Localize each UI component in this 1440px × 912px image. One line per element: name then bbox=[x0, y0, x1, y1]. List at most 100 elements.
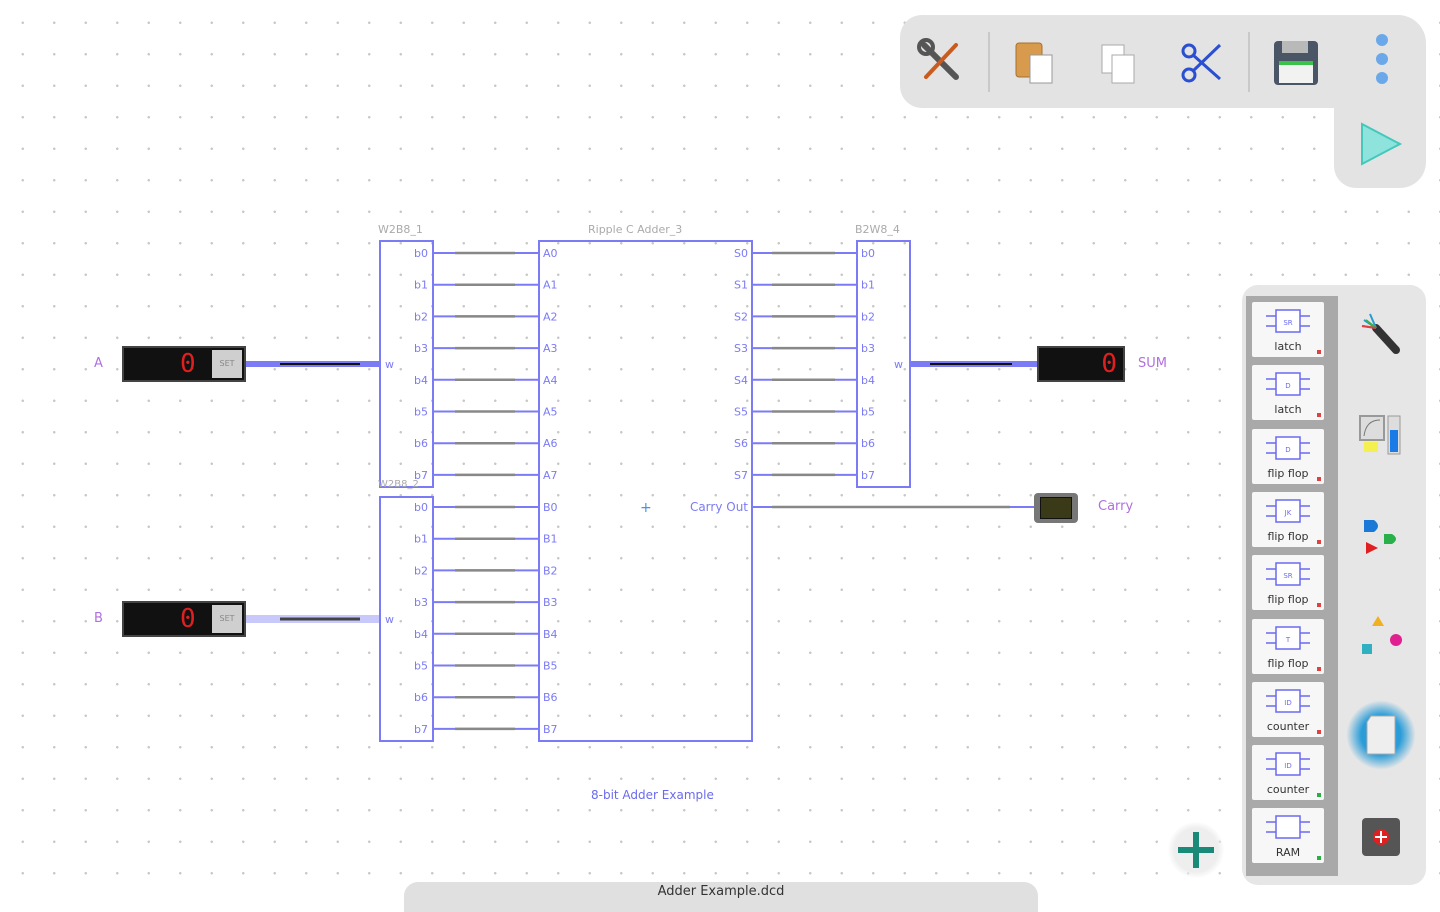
palette-item-RAM[interactable]: RAM bbox=[1252, 808, 1324, 864]
palette-category-wires[interactable] bbox=[1350, 302, 1412, 364]
palette-item-label: flip flop bbox=[1267, 466, 1309, 480]
palette-item-label: flip flop bbox=[1267, 529, 1309, 543]
adder-label: Ripple C Adder_3 bbox=[588, 223, 682, 236]
adder-input-b-pin: B5 bbox=[543, 660, 558, 673]
svg-text:T: T bbox=[1285, 636, 1291, 644]
adder-input-a-pin: A7 bbox=[543, 469, 558, 482]
more-button[interactable] bbox=[1353, 34, 1407, 89]
adder-output-pin: S0 bbox=[734, 247, 748, 260]
output-sum-hex[interactable]: 0 bbox=[1037, 346, 1125, 382]
palette-item-counter[interactable]: ID counter bbox=[1252, 681, 1324, 737]
logic-gates-icon bbox=[1364, 520, 1396, 554]
component-symbol-icon: ID bbox=[1266, 752, 1310, 776]
input-a-hex[interactable]: 0 SET bbox=[122, 346, 246, 382]
chip-icon bbox=[1362, 818, 1400, 856]
run-button[interactable] bbox=[1352, 118, 1406, 172]
component-symbol-icon: D bbox=[1266, 435, 1310, 460]
input-b-hex[interactable]: 0 SET bbox=[122, 601, 246, 637]
splitter-a-pin: b4 bbox=[414, 374, 428, 387]
status-dot bbox=[1317, 666, 1321, 671]
splitter-out-box bbox=[856, 240, 911, 488]
palette-item-counter[interactable]: ID counter bbox=[1252, 745, 1324, 801]
splitter-a-pin: b0 bbox=[414, 247, 428, 260]
status-dot bbox=[1317, 793, 1321, 798]
palette-item-flip-flop[interactable]: JK flip flop bbox=[1252, 491, 1324, 547]
component-symbol-icon: D bbox=[1266, 372, 1310, 397]
component-symbol-icon: ID bbox=[1266, 689, 1310, 713]
vertical-ellipsis-icon bbox=[1376, 34, 1388, 84]
splitter-out-label: B2W8_4 bbox=[855, 223, 900, 236]
splitter-b-pin: b1 bbox=[414, 533, 428, 546]
input-a-label: A bbox=[94, 356, 103, 371]
adder-input-a-pin: A0 bbox=[543, 247, 558, 260]
adder-input-b-pin: B3 bbox=[543, 596, 558, 609]
cable-icon bbox=[1361, 313, 1400, 354]
palette-category-io[interactable] bbox=[1350, 402, 1412, 464]
splitter-out-pin: b3 bbox=[861, 342, 875, 355]
memory-card-icon bbox=[1366, 715, 1396, 755]
component-symbol-icon: SR bbox=[1266, 562, 1310, 586]
adder-carry-out-pin: Carry Out bbox=[690, 500, 748, 514]
adder-input-a-pin: A6 bbox=[543, 437, 558, 450]
component-symbol-icon: SR bbox=[1266, 309, 1310, 333]
copy-icon bbox=[1101, 44, 1135, 84]
splitter-b-label: W2B8_2 bbox=[378, 479, 419, 490]
splitter-b-pin: b0 bbox=[414, 501, 428, 514]
input-a-set-button[interactable]: SET bbox=[212, 350, 242, 378]
svg-text:D: D bbox=[1285, 382, 1290, 390]
file-name-bar[interactable]: Adder Example.dcd bbox=[404, 882, 1038, 912]
palette-item-label: flip flop bbox=[1267, 656, 1309, 670]
splitter-out-pin: b6 bbox=[861, 437, 875, 450]
splitter-a-pin: b7 bbox=[414, 469, 428, 482]
adder-input-a-pin: A4 bbox=[543, 374, 558, 387]
palette-category-ic[interactable] bbox=[1350, 806, 1412, 868]
save-button[interactable] bbox=[1268, 35, 1322, 89]
tools-button[interactable] bbox=[914, 35, 968, 89]
adder-input-b-pin: B6 bbox=[543, 691, 558, 704]
component-symbol-icon: JK bbox=[1266, 499, 1310, 523]
input-b-set-button[interactable]: SET bbox=[212, 605, 242, 633]
top-toolbar bbox=[900, 15, 1426, 108]
svg-text:SR: SR bbox=[1283, 319, 1292, 327]
status-dot bbox=[1317, 350, 1321, 354]
svg-text:SR: SR bbox=[1283, 572, 1292, 580]
adder-output-pin: S3 bbox=[734, 342, 748, 355]
circuit-title: 8-bit Adder Example bbox=[591, 788, 714, 802]
output-carry-label: Carry bbox=[1098, 499, 1134, 514]
cut-button[interactable] bbox=[1174, 35, 1228, 89]
carry-led-lamp bbox=[1040, 497, 1072, 519]
status-dot bbox=[1317, 539, 1321, 544]
origin-marker: + bbox=[640, 500, 652, 516]
palette-item-label: counter bbox=[1266, 719, 1310, 733]
file-name: Adder Example.dcd bbox=[657, 884, 785, 899]
output-sum-value: 0 bbox=[1101, 349, 1117, 379]
splitter-b-bus-pin: w bbox=[385, 613, 394, 626]
splitter-b-pin: b5 bbox=[414, 660, 428, 673]
palette-item-label: counter bbox=[1266, 783, 1310, 797]
input-b-label: B bbox=[94, 611, 103, 626]
add-button[interactable] bbox=[1168, 822, 1224, 878]
carry-led[interactable] bbox=[1034, 493, 1078, 523]
wrench-screwdriver-icon bbox=[917, 38, 959, 80]
splitter-a-pin: b3 bbox=[414, 342, 428, 355]
palette-item-label: latch bbox=[1274, 403, 1302, 417]
palette-category-gates[interactable] bbox=[1350, 502, 1412, 564]
adder-input-a-pin: A3 bbox=[543, 342, 558, 355]
svg-text:ID: ID bbox=[1284, 699, 1291, 707]
adder-input-a-pin: A1 bbox=[543, 279, 558, 292]
palette-category-sequential[interactable] bbox=[1346, 700, 1416, 770]
copy-button[interactable] bbox=[1092, 35, 1146, 89]
splitter-a-label: W2B8_1 bbox=[378, 223, 423, 236]
adder-output-pin: S4 bbox=[734, 374, 748, 387]
paste-button[interactable] bbox=[1008, 35, 1062, 89]
adder-box bbox=[538, 240, 753, 742]
component-symbol-icon bbox=[1266, 815, 1310, 840]
palette-category-misc[interactable] bbox=[1350, 602, 1412, 664]
